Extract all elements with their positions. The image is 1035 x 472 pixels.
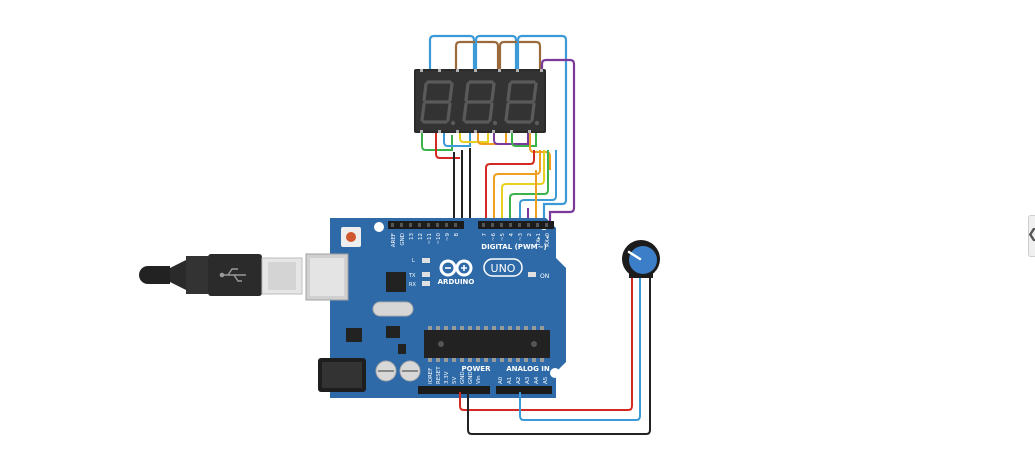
pin-label: A1 <box>507 377 513 384</box>
decimal-point-3 <box>534 120 540 126</box>
display-top-wires[interactable] <box>428 34 576 222</box>
analog-header[interactable] <box>496 386 552 394</box>
decimal-point-2 <box>492 120 498 126</box>
digit-1 <box>420 80 454 124</box>
logo-text: ARDUINO <box>438 278 475 286</box>
pin-label: ~11 <box>427 233 433 245</box>
decimal-point-1 <box>450 120 456 126</box>
atmega-chip <box>424 326 550 362</box>
usb-icon <box>219 268 246 282</box>
analog-label: ANALOG IN <box>506 365 550 373</box>
seven-segment-display[interactable] <box>414 69 546 133</box>
digit-3 <box>504 80 538 124</box>
digital-label: DIGITAL (PWM~) <box>481 243 546 251</box>
pin-label: A3 <box>525 376 531 384</box>
chevron-left-icon[interactable]: ❮ <box>1027 226 1035 244</box>
arduino-logo: ARDUINO UNO <box>438 258 523 286</box>
pin-label: RESET <box>436 366 442 384</box>
potentiometer-wires[interactable] <box>459 276 651 435</box>
pin-label: GND <box>460 371 466 384</box>
side-panel-tab[interactable] <box>1028 215 1035 257</box>
digit-2 <box>462 80 496 124</box>
pin-label: Vin <box>476 375 482 384</box>
pin-label: TX▸1 <box>536 233 542 247</box>
on-label: ON <box>540 273 549 280</box>
power-label: POWER <box>462 365 492 373</box>
pin-label: GND <box>400 233 406 246</box>
digital-header[interactable] <box>388 221 554 229</box>
pin-label: 13 <box>409 233 415 240</box>
pin-label: A4 <box>534 376 540 384</box>
pin-label: 5V <box>452 377 458 384</box>
power-header[interactable] <box>418 386 490 394</box>
pin-label: ~9 <box>445 233 451 242</box>
pin-label: AREF <box>391 233 397 247</box>
pin-label: 2 <box>527 233 533 237</box>
pin-label: 7 <box>482 233 488 237</box>
potentiometer[interactable] <box>622 240 660 278</box>
pin-label: A0 <box>498 376 504 384</box>
led-l-label: L <box>412 258 415 264</box>
pin-label: ~5 <box>500 233 506 242</box>
pin-label: A5 <box>543 376 549 384</box>
arduino-uno-board[interactable]: DIGITAL (PWM~) POWER ANALOG IN ON L TX R… <box>305 218 566 398</box>
pin-label: 8 <box>454 233 460 237</box>
display-bottom-wires[interactable] <box>421 132 557 222</box>
pin-label: ~3 <box>518 233 524 242</box>
model-text: UNO <box>491 262 516 275</box>
pin-label: ~10 <box>436 233 442 245</box>
pin-label: 3.3V <box>444 371 450 384</box>
pin-label: 12 <box>418 233 424 240</box>
led-tx-label: TX <box>408 273 416 279</box>
pin-label: A2 <box>516 377 522 384</box>
pin-label: ~6 <box>491 233 497 242</box>
pin-label: 4 <box>509 233 515 237</box>
led-rx-label: RX <box>409 282 416 288</box>
usb-cable[interactable] <box>139 254 303 296</box>
pin-label: IOREF <box>428 368 434 384</box>
pin-label: GND <box>468 371 474 384</box>
pin-label: RX◂0 <box>545 233 551 247</box>
